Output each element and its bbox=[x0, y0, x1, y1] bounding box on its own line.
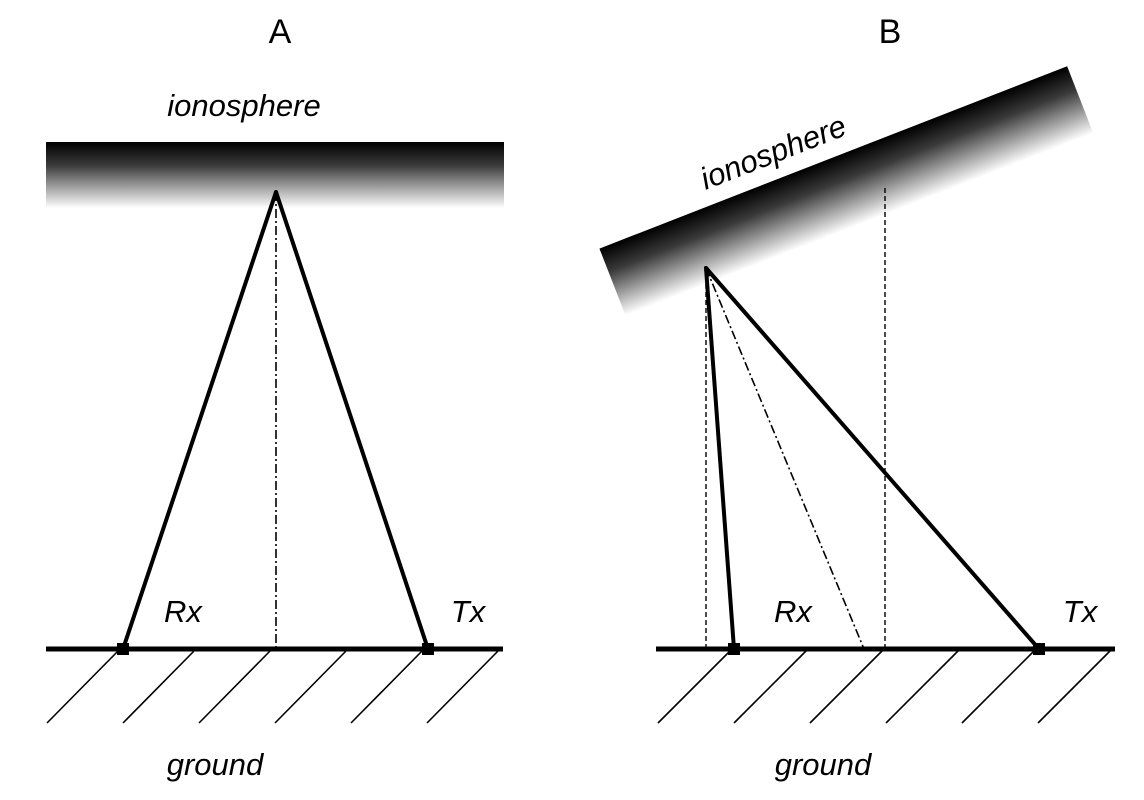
panel-b-transmitter-antenna bbox=[1033, 643, 1045, 655]
panel-b-transmitter-label: Tx bbox=[1063, 594, 1099, 629]
panel-b-ionosphere-layer bbox=[599, 66, 1094, 316]
panel-b-title: B bbox=[879, 13, 902, 51]
panel-a-transmitter-antenna bbox=[422, 643, 434, 655]
panel-a-ray-to-receiver bbox=[121, 190, 278, 651]
panel-b-ray-from-transmitter bbox=[704, 266, 1041, 651]
panel-b: B ionosphere Rx Tx ground bbox=[599, 13, 1115, 782]
panel-a-receiver-antenna bbox=[117, 643, 129, 655]
panel-a-title: A bbox=[269, 13, 292, 51]
panel-b-ground-label: ground bbox=[775, 747, 873, 782]
panel-b-normal-dashdot-line bbox=[705, 267, 865, 650]
panel-a-transmitter-label: Tx bbox=[451, 594, 487, 629]
panel-b-receiver-label: Rx bbox=[774, 594, 813, 629]
panel-a-ground-label: ground bbox=[167, 747, 265, 782]
panel-a-ionosphere-label: ionosphere bbox=[167, 88, 320, 123]
panel-b-ground-hatching bbox=[657, 648, 1113, 724]
panel-a-receiver-label: Rx bbox=[164, 594, 203, 629]
panel-a: A ionosphere Rx Tx ground bbox=[46, 13, 504, 782]
panel-b-receiver-antenna bbox=[728, 643, 740, 655]
panel-b-ray-to-receiver bbox=[704, 266, 736, 651]
panel-a-ground-hatching bbox=[46, 648, 501, 724]
panel-a-ray-from-transmitter bbox=[274, 190, 430, 651]
